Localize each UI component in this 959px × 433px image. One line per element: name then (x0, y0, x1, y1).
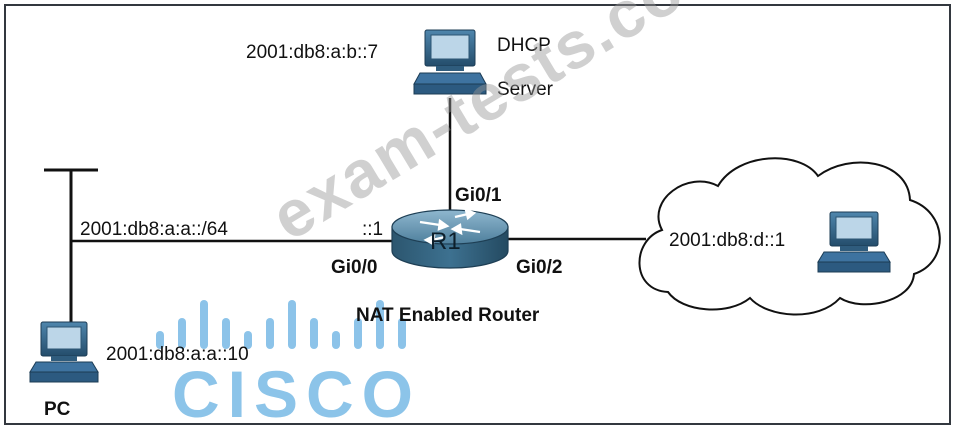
dhcp-server-name-line2: Server (497, 79, 553, 100)
pc-name-label: PC (44, 399, 71, 420)
remote-computer-icon (817, 211, 891, 273)
diagram-border (4, 4, 951, 425)
router-name-label: R1 (430, 228, 461, 255)
pc-ip: 2001:db8:a:a::10 (106, 344, 249, 365)
interface-gi0-1-label: Gi0/1 (455, 185, 502, 206)
gi0-0-address-label: ::1 (362, 219, 384, 240)
dhcp-server-name-line1: DHCP (497, 35, 551, 56)
router-icon (391, 208, 509, 269)
router-caption: NAT Enabled Router (356, 305, 540, 326)
interface-gi0-2-label: Gi0/2 (516, 257, 563, 278)
cisco-logo-bars (156, 300, 406, 349)
dhcp-server-ip: 2001:db8:a:b::7 (246, 42, 379, 63)
pc-computer-icon (29, 321, 99, 383)
lan-prefix-label: 2001:db8:a:a::/64 (80, 219, 228, 240)
server-computer-icon (413, 29, 487, 95)
interface-gi0-0-label: Gi0/0 (331, 257, 378, 278)
remote-host-ip: 2001:db8:d::1 (669, 230, 786, 251)
internet-cloud (638, 157, 941, 316)
lan-segment (44, 168, 98, 328)
